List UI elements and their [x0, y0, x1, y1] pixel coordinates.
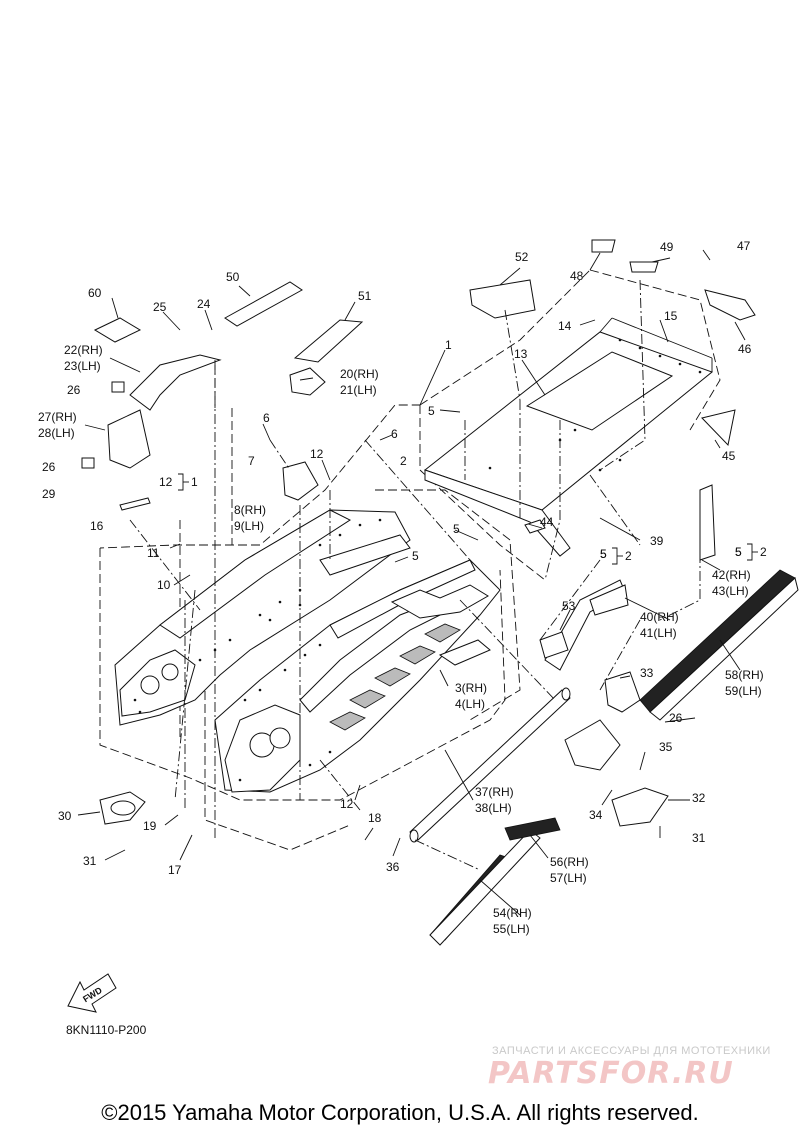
callout-10: 10	[157, 578, 171, 592]
tunnel-frame-right	[214, 559, 501, 793]
callout-45: 45	[722, 449, 736, 463]
seat-base-panel	[423, 317, 714, 557]
callout-3: 3(RH)	[455, 681, 487, 695]
callout-20: 20(RH)	[340, 367, 379, 381]
callout-18: 18	[368, 811, 382, 825]
bracket-5b-left: 5	[735, 545, 742, 559]
callout-41: 41(LH)	[640, 626, 677, 640]
assembly-outlines	[99, 269, 721, 851]
callout-42: 42(RH)	[712, 568, 751, 582]
callout-24: 24	[197, 297, 211, 311]
callout-52: 52	[515, 250, 529, 264]
callout-1: 1	[445, 338, 452, 352]
callout-28: 28(LH)	[38, 426, 75, 440]
callout-54: 54(RH)	[493, 906, 532, 920]
callout-5b: 5	[453, 522, 460, 536]
callout-15: 15	[664, 309, 678, 323]
callout-12c: 12	[340, 797, 354, 811]
callout-19: 19	[143, 819, 157, 833]
bracket-5a-left: 5	[600, 547, 607, 561]
callout-6b: 6	[391, 427, 398, 441]
callout-40: 40(RH)	[640, 610, 679, 624]
callout-43: 43(LH)	[712, 584, 749, 598]
callout-30: 30	[58, 809, 72, 823]
callout-14: 14	[558, 319, 572, 333]
bracket-5b-right: 2	[760, 545, 767, 559]
watermark-subtitle: ЗАПЧАСТИ И АКСЕССУАРЫ ДЛЯ МОТОТЕХНИКИ	[492, 1045, 771, 1057]
callout-50: 50	[226, 270, 240, 284]
fwd-arrow-icon: FWD	[67, 973, 117, 1013]
callout-46: 46	[738, 342, 752, 356]
callout-48: 48	[570, 269, 584, 283]
callout-57: 57(LH)	[550, 871, 587, 885]
callout-59: 59(LH)	[725, 684, 762, 698]
callout-12b: 12	[310, 447, 324, 461]
upper-left-parts	[81, 239, 756, 827]
tunnel-frame-left	[114, 509, 411, 726]
callout-31b: 31	[692, 831, 706, 845]
watermark-logo: PARTSFOR.RU	[488, 1056, 734, 1091]
callout-26b: 26	[42, 460, 56, 474]
callout-5a: 5	[428, 404, 435, 418]
callout-44: 44	[540, 515, 554, 529]
bracket-group-5-2-b: 5 2	[735, 543, 767, 561]
callout-21: 21(LH)	[340, 383, 377, 397]
center-lines	[129, 279, 701, 871]
callout-38: 38(LH)	[475, 801, 512, 815]
bracket-group-12-1: 1	[178, 473, 198, 491]
callout-labels: 1 2 3(RH) 4(LH) 5 5 5 5 5 6 6 7 8(RH) 9(…	[38, 239, 764, 936]
callout-17: 17	[168, 863, 182, 877]
callout-25: 25	[153, 300, 167, 314]
cross-tube	[409, 687, 571, 843]
callout-16: 16	[90, 519, 104, 533]
callout-36: 36	[386, 860, 400, 874]
callout-5c: 5	[412, 549, 419, 563]
callout-4: 4(LH)	[455, 697, 485, 711]
callout-55: 55(LH)	[493, 922, 530, 936]
callout-60: 60	[88, 286, 102, 300]
callout-11: 11	[147, 546, 160, 560]
bracket-12-right: 1	[191, 475, 198, 489]
diagram-code: 8KN1110-P200	[66, 1023, 147, 1037]
callout-32: 32	[692, 791, 706, 805]
callout-7: 7	[248, 454, 255, 468]
bracket-5a-right: 2	[625, 549, 632, 563]
callout-34: 34	[589, 808, 603, 822]
callout-53: 53	[562, 599, 576, 613]
callout-39: 39	[650, 534, 664, 548]
callout-58: 58(RH)	[725, 668, 764, 682]
callout-13: 13	[514, 347, 528, 361]
callout-26a: 26	[67, 383, 81, 397]
callout-6a: 6	[263, 411, 270, 425]
callout-51: 51	[358, 289, 372, 303]
callout-33: 33	[640, 666, 654, 680]
callout-31a: 31	[83, 854, 97, 868]
callout-5e: 5	[735, 545, 742, 559]
callout-29: 29	[42, 487, 56, 501]
callout-9: 9(LH)	[234, 519, 264, 533]
callout-8: 8(RH)	[234, 503, 266, 517]
callout-47: 47	[737, 239, 751, 253]
callout-5d: 5	[600, 547, 607, 561]
leader-lines	[77, 249, 746, 916]
callout-35: 35	[659, 740, 673, 754]
callout-26c: 26	[669, 711, 683, 725]
callout-37: 37(RH)	[475, 785, 514, 799]
callout-27: 27(RH)	[38, 410, 77, 424]
copyright-notice: ©2015 Yamaha Motor Corporation, U.S.A. A…	[101, 1100, 699, 1125]
callout-56: 56(RH)	[550, 855, 589, 869]
callout-12a: 12	[159, 475, 173, 489]
callout-22: 22(RH)	[64, 343, 103, 357]
callout-23: 23(LH)	[64, 359, 101, 373]
bracket-group-5-2-a: 5 2	[600, 547, 632, 565]
callout-2: 2	[400, 454, 407, 468]
callout-49: 49	[660, 240, 674, 254]
